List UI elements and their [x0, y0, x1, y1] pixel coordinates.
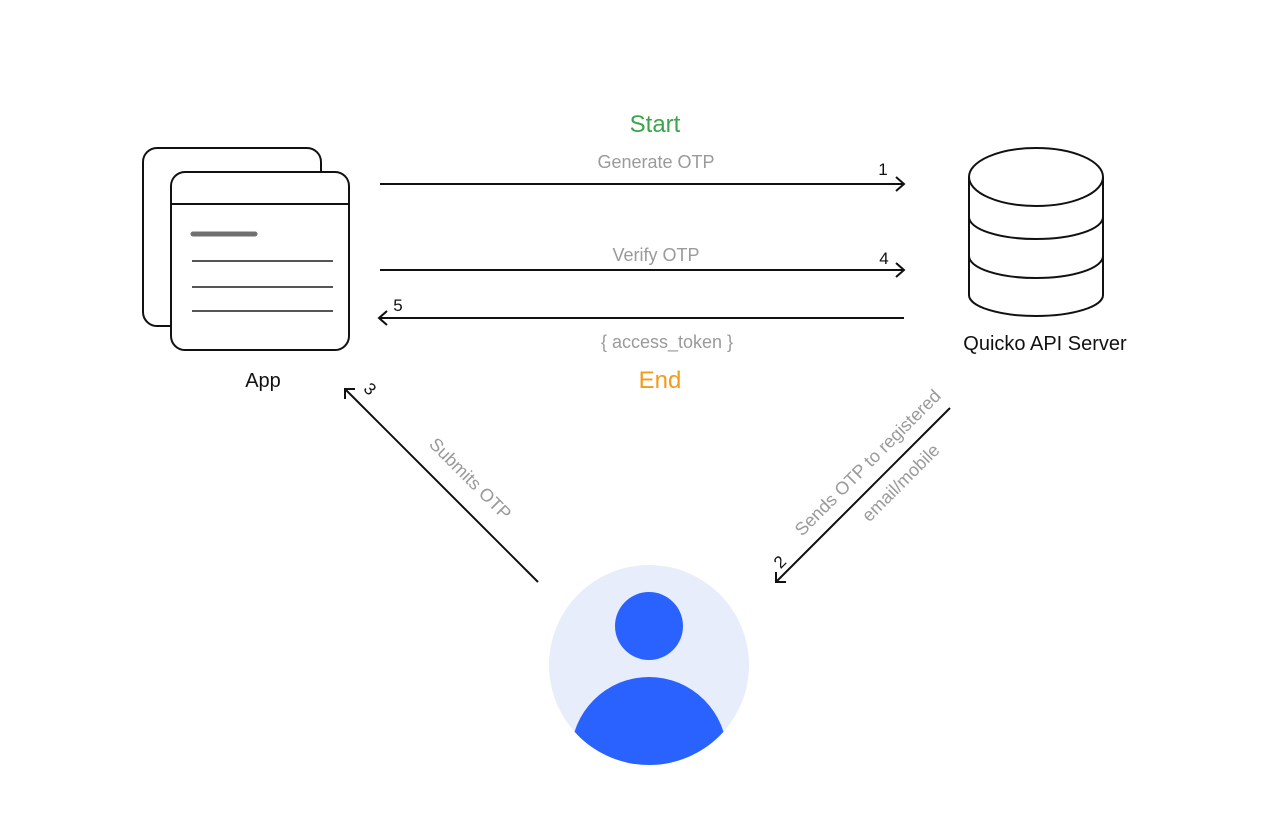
step-1-arrow: [380, 176, 906, 192]
end-label: End: [639, 367, 682, 394]
step-5-arrow: [377, 310, 904, 326]
step-3-number: 3: [360, 379, 380, 399]
step-2-arrow: [775, 407, 951, 583]
step-1-number: 1: [878, 160, 887, 179]
step-3-arrow: [344, 388, 539, 583]
step-5-number: 5: [393, 296, 402, 315]
database-icon: [968, 147, 1104, 317]
server-label: Quicko API Server: [963, 333, 1127, 355]
user-avatar-icon: [549, 565, 749, 765]
start-label: Start: [630, 111, 681, 138]
step-4-label: Verify OTP: [612, 245, 699, 265]
step-4-arrow: [380, 262, 906, 278]
app-window-stack-icon: [142, 147, 350, 351]
step-4-number: 4: [879, 249, 888, 268]
step-2-number: 2: [770, 552, 790, 572]
app-label: App: [245, 370, 281, 392]
step-3-label: Submits OTP: [425, 434, 515, 524]
step-5-label: { access_token }: [601, 332, 733, 353]
step-1-label: Generate OTP: [597, 152, 714, 172]
